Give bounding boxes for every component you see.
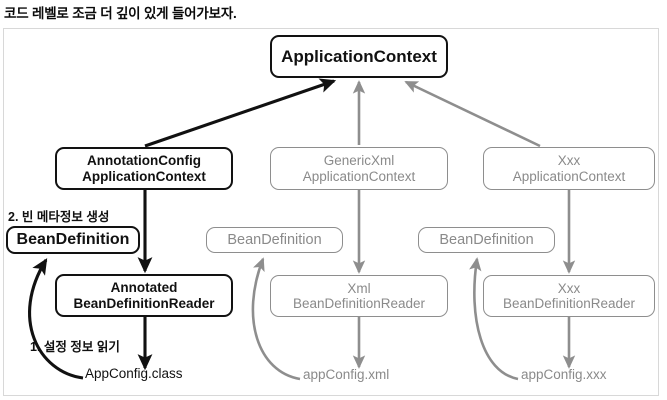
page-title: 코드 레벨로 조금 더 깊이 있게 들어가보자. <box>4 6 237 21</box>
node-label-line1: Annotated <box>110 280 178 296</box>
node-annotationconfig-applicationcontext[interactable]: AnnotationConfig ApplicationContext <box>55 147 233 190</box>
node-label-line2: ApplicationContext <box>302 168 416 184</box>
node-label-line2: ApplicationContext <box>82 168 206 184</box>
node-xml-beandefinitionreader[interactable]: Xml BeanDefinitionReader <box>270 275 448 317</box>
annotation-step-2: 2. 빈 메타정보 생성 <box>8 210 110 224</box>
node-genericxml-applicationcontext[interactable]: GenericXml ApplicationContext <box>270 147 448 190</box>
node-label: BeanDefinition <box>16 231 130 249</box>
file-label-appconfig-xml: appConfig.xml <box>303 367 390 382</box>
node-bean-definition-right[interactable]: BeanDefinition <box>418 227 555 253</box>
node-label-line1: Xxx <box>557 153 581 169</box>
node-label: BeanDefinition <box>439 231 534 248</box>
node-label-line2: BeanDefinitionReader <box>73 295 215 311</box>
node-label: ApplicationContext <box>281 46 437 66</box>
node-annotated-beandefinitionreader[interactable]: Annotated BeanDefinitionReader <box>55 274 233 317</box>
node-application-context[interactable]: ApplicationContext <box>270 35 448 78</box>
node-label-line1: GenericXml <box>323 153 395 169</box>
node-label-line2: ApplicationContext <box>512 168 626 184</box>
node-xxx-beandefinitionreader[interactable]: Xxx BeanDefinitionReader <box>483 275 655 317</box>
node-label-line2: BeanDefinitionReader <box>502 296 636 311</box>
node-xxx-applicationcontext[interactable]: Xxx ApplicationContext <box>483 147 655 190</box>
node-label: BeanDefinition <box>227 231 322 248</box>
annotation-step-1: 1. 설정 정보 읽기 <box>30 340 120 354</box>
node-label-line1: Xxx <box>557 280 581 296</box>
node-label-line2: BeanDefinitionReader <box>292 296 426 311</box>
node-label-line1: AnnotationConfig <box>87 153 201 169</box>
node-bean-definition-mid[interactable]: BeanDefinition <box>206 227 343 253</box>
node-label-line1: Xml <box>347 280 371 296</box>
node-bean-definition-left[interactable]: BeanDefinition <box>6 226 140 254</box>
file-label-appconfig-class: AppConfig.class <box>85 366 183 381</box>
file-label-appconfig-xxx: appConfig.xxx <box>521 367 607 382</box>
